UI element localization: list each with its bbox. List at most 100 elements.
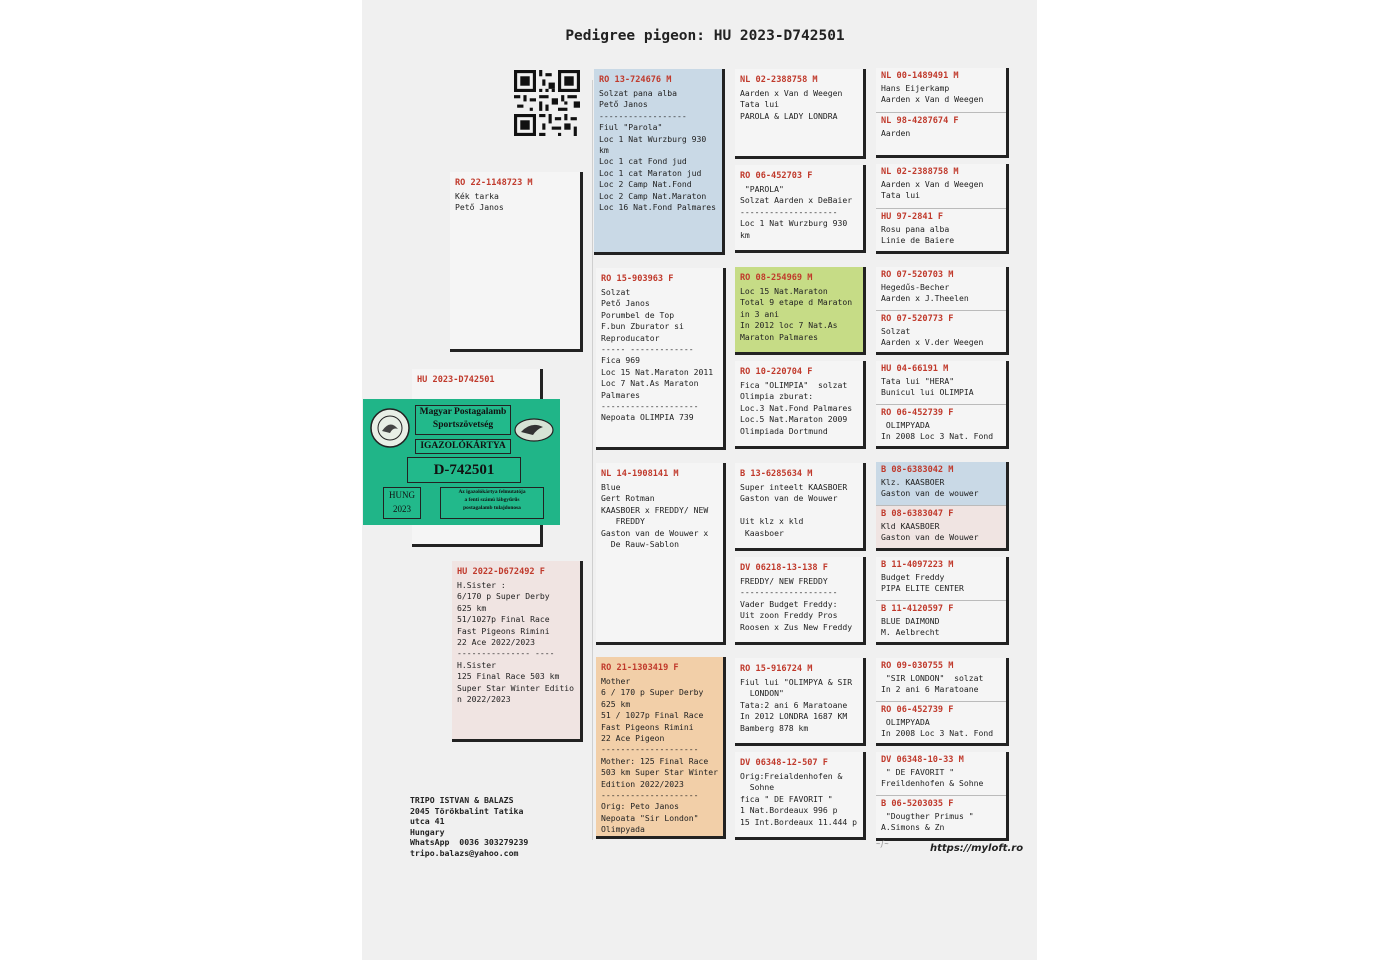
pigeon-notes: OLIMPYADA In 2008 Loc 3 Nat. Fond: [881, 717, 994, 739]
signature-icon: ~ʃ~: [876, 840, 889, 848]
ancestor-sire[interactable]: NL 02-2388758 M Aarden x Van d Weegen Ta…: [876, 164, 1006, 208]
pigeon-notes: H.Sister : 6/170 p Super Derby 625 km 51…: [457, 580, 574, 705]
ring-number: RO 07-520773 F: [881, 314, 954, 324]
great-grandparent-card[interactable]: NL 02-2388758 M Aarden x Van d Weegen Ta…: [876, 164, 1009, 254]
ancestor-dam[interactable]: RO 07-520773 F Solzat Aarden x V.der Wee…: [876, 310, 1006, 352]
page-title: Pedigree pigeon: HU 2023-D742501: [565, 28, 845, 44]
grandparent-card[interactable]: RO 10-220704 F Fica "OLIMPIA" solzat Oli…: [735, 361, 866, 449]
ring-number: B 11-4097223 M: [881, 560, 954, 570]
card-year: 2023: [393, 504, 411, 514]
grandparent-card[interactable]: RO 15-916724 M Fiul lui "OLIMPYA & SIR L…: [735, 658, 866, 746]
pigeon-notes: Solzat Pető Janos Porumbel de Top F.bun …: [601, 287, 714, 423]
pigeon-notes: Hegedűs-Becher Aarden x J.Theelen: [881, 282, 969, 304]
ring-number: B 11-4120597 F: [881, 604, 954, 614]
ring-number: NL 00-1489491 M: [881, 71, 959, 81]
ring-number: RO 22-1148723 M: [455, 178, 533, 188]
great-grandparent-card[interactable]: DV 06348-10-33 M " DE FAVORIT " Freilden…: [876, 752, 1009, 841]
pigeon-notes: Fiul lui "OLIMPYA & SIR LONDON" Tata:2 a…: [740, 677, 853, 733]
pigeon-notes: Klz. KAASBOER Gaston van de wouwer: [881, 477, 979, 499]
ancestor-dam[interactable]: RO 06-452739 F OLIMPYADA In 2008 Loc 3 N…: [876, 404, 1006, 446]
great-grandparent-card[interactable]: RO 07-520703 M Hegedűs-Becher Aarden x J…: [876, 267, 1009, 355]
pigeon-emblem-icon: [514, 418, 554, 442]
ancestor-dam[interactable]: HU 97-2841 F Rosu pana alba Linie de Bai…: [876, 208, 1006, 251]
ring-number: RO 09-030755 M: [881, 661, 954, 671]
great-grandparent-card[interactable]: NL 00-1489491 M Hans Eijerkamp Aarden x …: [876, 68, 1009, 158]
pigeon-notes: Rosu pana alba Linie de Baiere: [881, 224, 955, 246]
pigeon-notes: BLUE DAIMOND M. Aelbrecht: [881, 616, 940, 638]
ancestor-sire[interactable]: NL 00-1489491 M Hans Eijerkamp Aarden x …: [876, 68, 1006, 112]
great-grandparent-card[interactable]: RO 09-030755 M "SIR LONDON" solzat In 2 …: [876, 658, 1009, 746]
ring-number: NL 14-1908141 M: [601, 469, 679, 479]
ancestor-dam[interactable]: B 11-4120597 F BLUE DAIMOND M. Aelbrecht: [876, 600, 1006, 642]
grandparent-card[interactable]: B 13-6285634 M Super inteelt KAASBOER Ga…: [735, 463, 866, 551]
ancestor-dam[interactable]: RO 06-452739 F OLIMPYADA In 2008 Loc 3 N…: [876, 701, 1006, 743]
pigeon-notes: Blue Gert Rotman KAASBOER x FREDDY/ NEW …: [601, 482, 709, 550]
great-grandparent-card[interactable]: B 08-6383042 M Klz. KAASBOER Gaston van …: [876, 462, 1009, 551]
id-card[interactable]: Magyar Postagalamb Sportszövetség IGAZOL…: [363, 399, 560, 525]
pigeon-notes: Super inteelt KAASBOER Gaston van de Wou…: [740, 482, 848, 538]
org-name: Magyar Postagalamb Sportszövetség: [415, 405, 511, 435]
country-code: HUNG: [389, 490, 415, 500]
ancestor-sire[interactable]: RO 07-520703 M Hegedűs-Becher Aarden x J…: [876, 267, 1006, 310]
sibling-card[interactable]: HU 2022-D672492 F H.Sister : 6/170 p Sup…: [452, 561, 583, 742]
parent-card[interactable]: RO 21-1303419 F Mother 6 / 170 p Super D…: [596, 657, 726, 839]
grandparent-card[interactable]: DV 06218-13-138 F FREDDY/ NEW FREDDY ---…: [735, 557, 866, 645]
ring-number: NL 02-2388758 M: [881, 167, 959, 177]
pigeon-notes: Fica "OLIMPIA" solzat Olimpia zburat: Lo…: [740, 380, 853, 436]
pigeon-notes: OLIMPYADA In 2008 Loc 3 Nat. Fond: [881, 420, 994, 442]
pigeon-notes: Aarden: [881, 128, 911, 138]
grandparent-card[interactable]: RO 06-452703 F "PAROLA" Solzat Aarden x …: [735, 165, 866, 253]
parent-card[interactable]: RO 13-724676 M Solzat pana alba Pető Jan…: [594, 69, 725, 255]
parent-card[interactable]: RO 15-903963 F Solzat Pető Janos Porumbe…: [596, 268, 726, 450]
ring-number: B 08-6383047 F: [881, 509, 954, 519]
pigeon-notes: Tata lui "HERA" Bunicul lui OLIMPIA: [881, 376, 974, 398]
sibling-card[interactable]: RO 22-1148723 M Kék tarka Pető Janos: [450, 172, 583, 352]
breeder-address: TRIPO ISTVAN & BALAZS 2045 Törökbalint T…: [410, 795, 529, 858]
ancestor-dam[interactable]: B 06-5203035 F "Dougther Primus " A.Simo…: [876, 795, 1006, 838]
pigeon-notes: Solzat pana alba Pető Janos ------------…: [599, 88, 716, 213]
qr-code-icon[interactable]: [514, 70, 580, 136]
pigeon-notes: Hans Eijerkamp Aarden x Van d Weegen: [881, 83, 984, 105]
pigeon-notes: Kld KAASBOER Gaston van de Wouwer: [881, 521, 979, 543]
site-link[interactable]: https://myloft.ro: [930, 843, 1024, 854]
pigeon-notes: Loc 15 Nat.Maraton Total 9 etape d Marat…: [740, 286, 853, 342]
ring-number: DV 06348-10-33 M: [881, 755, 964, 765]
ring-number: HU 2022-D672492 F: [457, 567, 545, 577]
grandparent-card[interactable]: DV 06348-12-507 F Orig:Freialdenhofen & …: [735, 752, 866, 840]
country-year-box: HUNG 2023: [383, 487, 421, 519]
parent-card[interactable]: NL 14-1908141 M Blue Gert Rotman KAASBOE…: [596, 463, 726, 645]
ancestor-sire[interactable]: B 08-6383042 M Klz. KAASBOER Gaston van …: [876, 462, 1006, 505]
card-note: Az igazolókártya felmutatója a fenti szá…: [440, 487, 544, 519]
grandparent-card[interactable]: RO 08-254969 M Loc 15 Nat.Maraton Total …: [735, 267, 866, 355]
ancestor-dam[interactable]: B 08-6383047 F Kld KAASBOER Gaston van d…: [876, 505, 1006, 548]
ring-number: RO 06-452739 F: [881, 408, 954, 418]
ring-number: NL 98-4287674 F: [881, 116, 959, 126]
ring-number: DV 06348-12-507 F: [740, 758, 828, 768]
ring-number: RO 15-903963 F: [601, 274, 674, 284]
pigeon-notes: FREDDY/ NEW FREDDY -------------------- …: [740, 576, 853, 632]
pigeon-notes: "Dougther Primus " A.Simons & Zn: [881, 811, 974, 833]
great-grandparent-card[interactable]: HU 04-66191 M Tata lui "HERA" Bunicul lu…: [876, 361, 1009, 449]
ring-number: RO 15-916724 M: [740, 664, 813, 674]
pigeon-notes: Orig:Freialdenhofen & Sohne fica " DE FA…: [740, 771, 857, 827]
ancestor-sire[interactable]: B 11-4097223 M Budget Freddy PIPA ELITE …: [876, 557, 1006, 600]
ancestor-dam[interactable]: NL 98-4287674 F Aarden: [876, 112, 1006, 155]
org-line-1: Magyar Postagalamb: [419, 407, 507, 417]
pigeon-notes: " DE FAVORIT " Freildenhofen & Sohne: [881, 767, 984, 789]
ring-number: RO 07-520703 M: [881, 270, 954, 280]
ring-number: RO 21-1303419 F: [601, 663, 679, 673]
card-number: D-742501: [407, 457, 521, 483]
subject-ring-number: HU 2023-D742501: [417, 375, 495, 385]
ancestor-sire[interactable]: DV 06348-10-33 M " DE FAVORIT " Freilden…: [876, 752, 1006, 795]
card-type: IGAZOLÓKÁRTYA: [415, 439, 511, 454]
pigeon-notes: Aarden x Van d Weegen Tata lui PAROLA & …: [740, 88, 843, 121]
ancestor-sire[interactable]: RO 09-030755 M "SIR LONDON" solzat In 2 …: [876, 658, 1006, 701]
ring-number: RO 06-452703 F: [740, 171, 813, 181]
ring-number: HU 04-66191 M: [881, 364, 949, 374]
org-line-2: Sportszövetség: [432, 420, 494, 430]
great-grandparent-card[interactable]: B 11-4097223 M Budget Freddy PIPA ELITE …: [876, 557, 1009, 645]
grandparent-card[interactable]: NL 02-2388758 M Aarden x Van d Weegen Ta…: [735, 69, 866, 159]
ancestor-sire[interactable]: HU 04-66191 M Tata lui "HERA" Bunicul lu…: [876, 361, 1006, 404]
ring-number: B 08-6383042 M: [881, 465, 954, 475]
pigeon-notes: "PAROLA" Solzat Aarden x DeBaier -------…: [740, 184, 853, 240]
